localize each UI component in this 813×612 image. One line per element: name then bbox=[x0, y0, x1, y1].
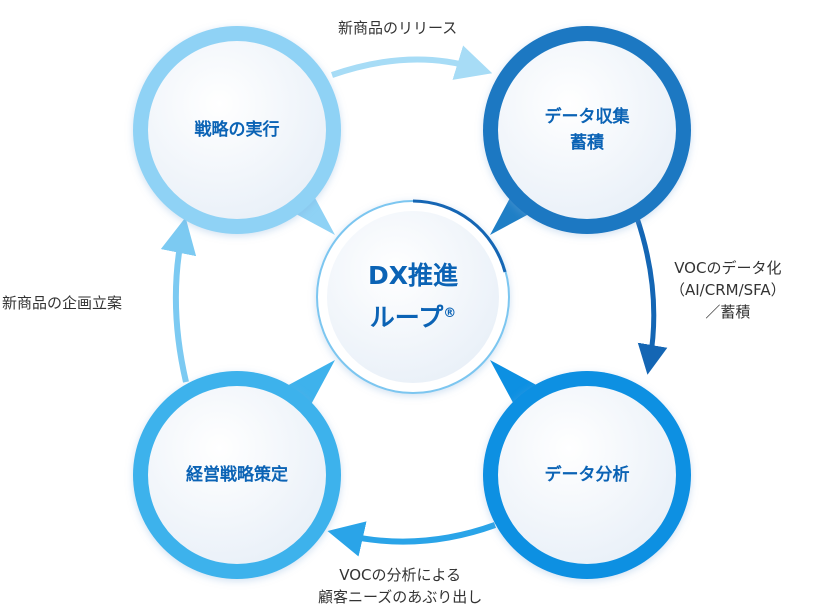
node-label: 経営戦略策定 bbox=[186, 465, 288, 485]
arrow-bottom bbox=[327, 521, 497, 557]
node-data-collection: データ収集 蓄積 bbox=[545, 104, 630, 156]
arrow-left bbox=[160, 217, 197, 383]
arrow-label-line: VOCの分析による bbox=[339, 566, 462, 584]
center-title: DX推進 ループ® bbox=[368, 257, 458, 337]
node-top-right-circle bbox=[483, 26, 691, 234]
arrow-label-line: VOCのデータ化 bbox=[674, 259, 782, 277]
node-strategy-execution: 戦略の実行 bbox=[195, 117, 280, 143]
node-top-left-circle bbox=[133, 26, 341, 234]
node-label: データ分析 bbox=[544, 465, 630, 485]
node-bottom-left-circle bbox=[133, 371, 341, 579]
node-label: データ収集 bbox=[544, 107, 630, 127]
center-circle bbox=[316, 199, 510, 394]
node-label: 戦略の実行 bbox=[194, 120, 280, 140]
registered-mark: ® bbox=[443, 305, 457, 321]
node-management-strategy: 経営戦略策定 bbox=[186, 462, 288, 488]
arrow-right bbox=[633, 214, 668, 375]
arrow-label-left: 新商品の企画立案 bbox=[2, 294, 123, 312]
arrow-label-line: （AI/CRM/SFA） bbox=[670, 281, 786, 299]
node-label: 蓄積 bbox=[570, 133, 604, 153]
node-data-analysis: データ分析 bbox=[545, 462, 630, 488]
arrow-label-line: ／蓄積 bbox=[705, 303, 751, 321]
arrow-label-line: 顧客ニーズのあぶり出し bbox=[318, 588, 483, 606]
arrow-label-top: 新商品のリリース bbox=[338, 19, 458, 37]
center-title-line1: DX推進 bbox=[367, 260, 459, 290]
center-title-line2: ループ bbox=[369, 303, 444, 333]
arrow-label-bottom: VOCの分析による 顧客ニーズのあぶり出し bbox=[318, 564, 482, 608]
node-bottom-right-circle bbox=[483, 371, 691, 579]
arrow-top bbox=[331, 45, 493, 80]
arrow-label-right: VOCのデータ化 （AI/CRM/SFA） ／蓄積 bbox=[670, 257, 786, 323]
